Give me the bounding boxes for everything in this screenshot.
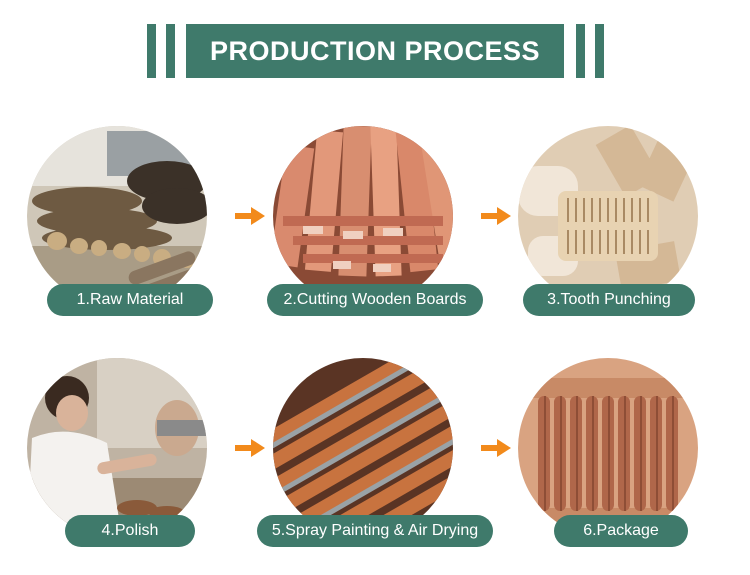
step-6-photo (518, 358, 698, 538)
title-bar-left-1 (147, 24, 156, 78)
arrow-right-icon (481, 207, 511, 225)
step-2-photo (273, 126, 453, 306)
step-1-label: 1.Raw Material (47, 284, 213, 316)
tooth-punching-combs-image (518, 126, 698, 306)
title-banner: PRODUCTION PROCESS (0, 24, 750, 78)
arrow-right-icon (235, 439, 265, 457)
step-6-label: 6.Package (554, 515, 688, 547)
raw-material-logs-image (27, 126, 207, 306)
step-4-photo (27, 358, 207, 538)
arrow-right-icon (235, 207, 265, 225)
title-bar-left-2 (166, 24, 175, 78)
package-combs-image (518, 358, 698, 538)
polish-worker-image (27, 358, 207, 538)
spray-painting-combs-image (273, 358, 453, 538)
step-5-photo (273, 358, 453, 538)
title-bar-right-2 (595, 24, 604, 78)
step-1-photo (27, 126, 207, 306)
step-3-photo (518, 126, 698, 306)
title-bar-right-1 (576, 24, 585, 78)
page-title: PRODUCTION PROCESS (186, 24, 564, 78)
step-5-label: 5.Spray Painting & Air Drying (257, 515, 493, 547)
step-3-label: 3.Tooth Punching (523, 284, 695, 316)
arrow-right-icon (481, 439, 511, 457)
step-2-label: 2.Cutting Wooden Boards (267, 284, 483, 316)
wooden-boards-image (273, 126, 453, 306)
step-4-label: 4.Polish (65, 515, 195, 547)
